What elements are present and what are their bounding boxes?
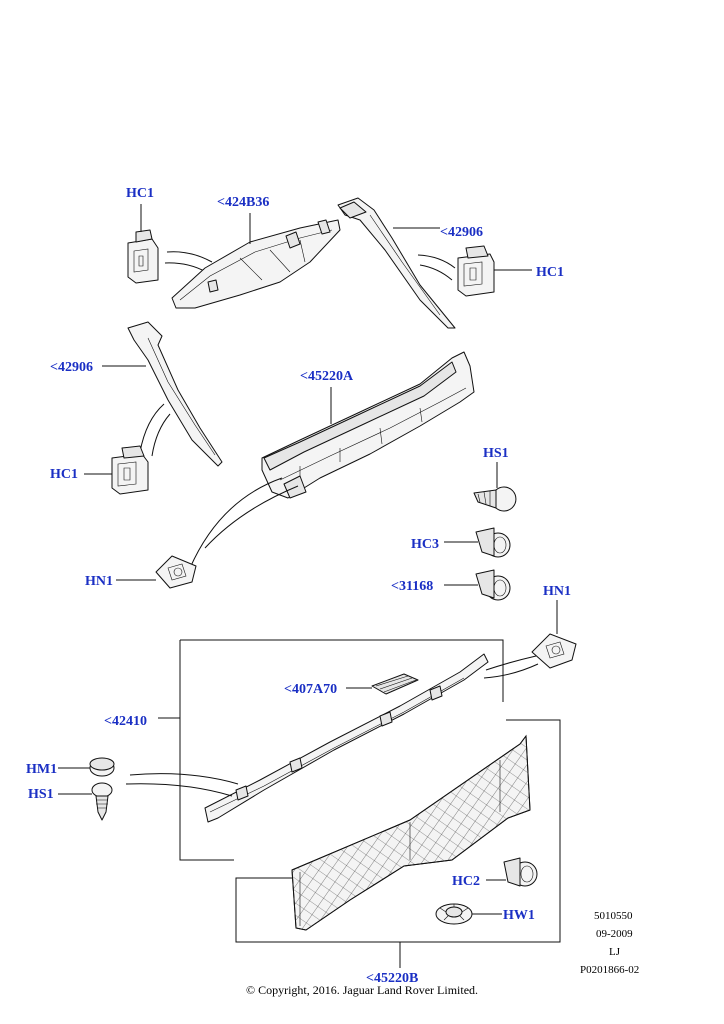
diagram-code: LJ bbox=[609, 946, 620, 958]
clip-31168[interactable] bbox=[475, 569, 511, 601]
washer-hw1[interactable] bbox=[435, 903, 473, 925]
diagram-date: 09-2009 bbox=[596, 928, 633, 940]
callout-hn1-right[interactable]: HN1 bbox=[543, 584, 571, 599]
clip-hc1-top-left[interactable] bbox=[127, 229, 159, 284]
diagram-number: 5010550 bbox=[594, 910, 633, 922]
pillar-trim-right-42906[interactable] bbox=[337, 197, 456, 329]
callout-42906-right[interactable]: <42906 bbox=[440, 225, 483, 240]
clip-hc1-left[interactable] bbox=[111, 445, 149, 495]
sill-trim-42410[interactable] bbox=[204, 653, 489, 823]
callout-hs1-right[interactable]: HS1 bbox=[483, 446, 509, 461]
callout-424b36[interactable]: <424B36 bbox=[217, 195, 270, 210]
copyright-notice: © Copyright, 2016. Jaguar Land Rover Lim… bbox=[245, 983, 479, 997]
callout-hm1[interactable]: HM1 bbox=[26, 762, 58, 777]
callout-45220b[interactable]: <45220B bbox=[366, 971, 419, 986]
callout-hn1-left[interactable]: HN1 bbox=[85, 574, 113, 589]
clip-hc1-top-right[interactable] bbox=[457, 245, 495, 297]
callout-hc3[interactable]: HC3 bbox=[411, 537, 439, 552]
callout-hc1-top-right[interactable]: HC1 bbox=[536, 265, 564, 280]
clip-hc2[interactable] bbox=[503, 857, 538, 887]
callout-hc1-top-left[interactable]: HC1 bbox=[126, 186, 154, 201]
callout-45220a[interactable]: <45220A bbox=[300, 369, 354, 384]
diagram-ref: P0201866-02 bbox=[580, 964, 640, 976]
group-bracket-45220b bbox=[235, 719, 561, 968]
callout-hw1[interactable]: HW1 bbox=[503, 908, 535, 923]
pillar-trim-left-42906[interactable] bbox=[127, 321, 223, 467]
nut-hn1-right[interactable] bbox=[531, 633, 577, 669]
callout-42410[interactable]: <42410 bbox=[104, 714, 147, 729]
callout-42906-left[interactable]: <42906 bbox=[50, 360, 93, 375]
cap-hm1[interactable] bbox=[89, 757, 115, 777]
clip-hc3[interactable] bbox=[475, 527, 511, 558]
screw-hs1-right[interactable] bbox=[473, 486, 517, 512]
callout-407a70[interactable]: <407A70 bbox=[284, 682, 338, 697]
pad-407a70[interactable] bbox=[371, 673, 419, 695]
load-space-trim-45220a[interactable] bbox=[261, 351, 475, 499]
group-bracket-42410 bbox=[158, 639, 504, 861]
callout-hc1-left[interactable]: HC1 bbox=[50, 467, 78, 482]
screw-hs1-left[interactable] bbox=[91, 782, 113, 821]
carpet-panel-45220b[interactable] bbox=[291, 734, 531, 931]
callout-hc2[interactable]: HC2 bbox=[452, 874, 480, 889]
upper-trim-panel-424b36[interactable] bbox=[171, 219, 341, 309]
nut-hn1-left[interactable] bbox=[155, 555, 197, 589]
callout-hs1-left[interactable]: HS1 bbox=[28, 787, 54, 802]
callout-31168[interactable]: <31168 bbox=[391, 579, 434, 594]
